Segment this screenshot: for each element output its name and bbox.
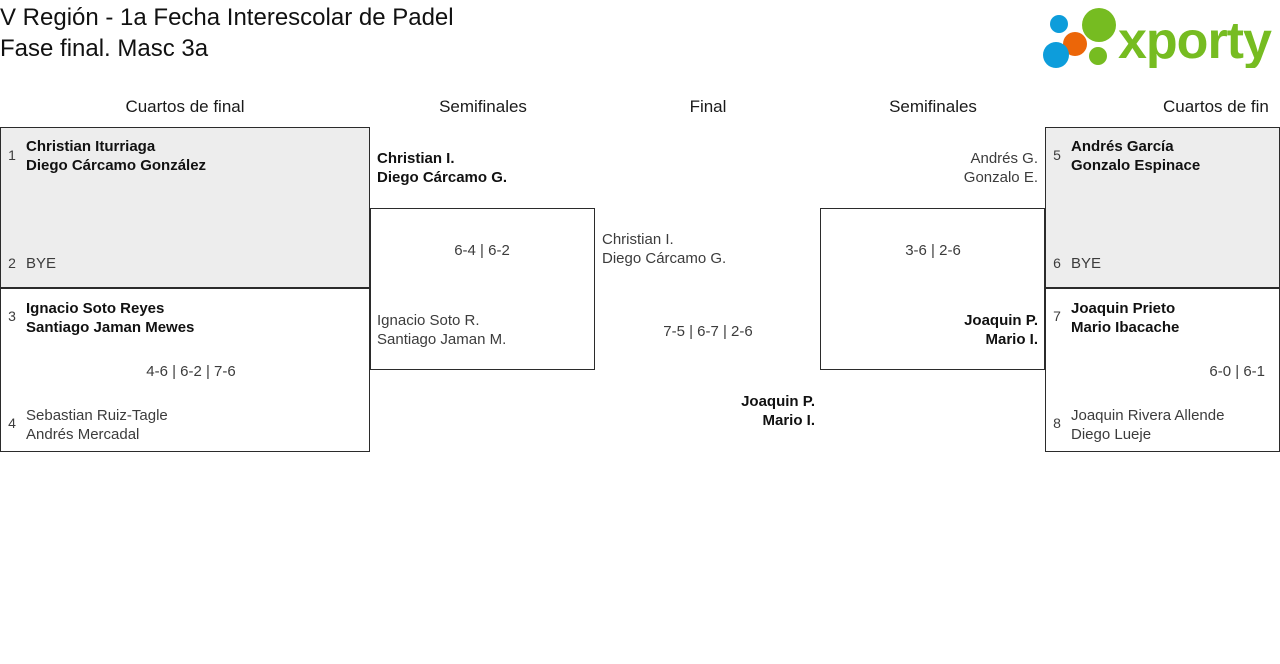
team-semifinal-right-bottom[interactable]: Joaquin P. Mario I.	[964, 312, 1038, 348]
seed-number-6: 6	[1053, 255, 1061, 271]
match-box-qf4[interactable]	[1045, 288, 1280, 452]
match-box-qf1[interactable]	[0, 127, 370, 288]
team-final-bottom[interactable]: Joaquin P. Mario I.	[741, 393, 815, 429]
seed-number-7: 7	[1053, 308, 1061, 324]
seed-number-1: 1	[8, 147, 16, 163]
team-qf1-top[interactable]: Christian Iturriaga Diego Cárcamo Gonzál…	[26, 138, 207, 174]
match-box-qf3[interactable]	[1045, 127, 1280, 288]
seed-number-3: 3	[8, 308, 16, 324]
match-box-qf2[interactable]	[0, 288, 370, 452]
score-semifinal-right: 3-6 | 2-6	[905, 242, 961, 259]
team-final-top[interactable]: Christian I. Diego Cárcamo G.	[602, 231, 727, 267]
logo-dot-blue-large	[1043, 42, 1069, 68]
score-final: 7-5 | 6-7 | 2-6	[663, 323, 753, 340]
team-semifinal-left-bottom[interactable]: Ignacio Soto R. Santiago Jaman M.	[377, 312, 507, 348]
team-semifinal-right-top[interactable]: Andrés G. Gonzalo E.	[963, 150, 1038, 186]
page-title: V Región - 1a Fecha Interescolar de Pade…	[0, 4, 454, 62]
score-semifinal-left: 6-4 | 6-2	[454, 242, 510, 259]
xporty-logo-svg: xporty	[1043, 8, 1272, 68]
team-qf4-bottom[interactable]: Joaquin Rivera Allende Diego Lueje	[1071, 407, 1225, 443]
team-qf4-top[interactable]: Joaquin Prieto Mario Ibacache	[1071, 300, 1180, 336]
team-qf3-top[interactable]: Andrés García Gonzalo Espinace	[1071, 138, 1201, 174]
team-qf2-top[interactable]: Ignacio Soto Reyes Santiago Jaman Mewes	[26, 300, 195, 336]
team-semifinal-left-top[interactable]: Christian I. Diego Cárcamo G.	[377, 150, 508, 186]
round-header-semifinals-right: Semifinales	[889, 97, 977, 116]
seed-number-2: 2	[8, 255, 16, 271]
seed-number-5: 5	[1053, 147, 1061, 163]
score-qf4: 6-0 | 6-1	[1209, 363, 1265, 380]
logo-dot-green-large	[1082, 8, 1116, 42]
round-header-final: Final	[689, 97, 727, 116]
round-header-quarterfinals-left: Cuartos de final	[125, 97, 245, 116]
seed-number-8: 8	[1053, 415, 1061, 431]
match-box-semifinal-left[interactable]	[370, 208, 595, 370]
team-qf1-bottom[interactable]: BYE	[26, 255, 57, 272]
round-header-semifinals-left: Semifinales	[439, 97, 527, 116]
logo-dot-orange	[1063, 32, 1087, 56]
logo-dot-green-small	[1089, 47, 1107, 65]
seed-number-4: 4	[8, 415, 16, 431]
logo-dot-blue-small	[1050, 15, 1068, 33]
round-header-quarterfinals-right: Cuartos de fin	[1163, 97, 1269, 116]
xporty-logo: xporty	[1040, 8, 1272, 68]
logo-wordmark: xporty	[1118, 12, 1272, 68]
team-qf3-bottom[interactable]: BYE	[1071, 255, 1102, 272]
score-qf2: 4-6 | 6-2 | 7-6	[146, 363, 236, 380]
team-qf2-bottom[interactable]: Sebastian Ruiz-Tagle Andrés Mercadal	[26, 407, 168, 443]
match-box-semifinal-right[interactable]	[820, 208, 1045, 370]
